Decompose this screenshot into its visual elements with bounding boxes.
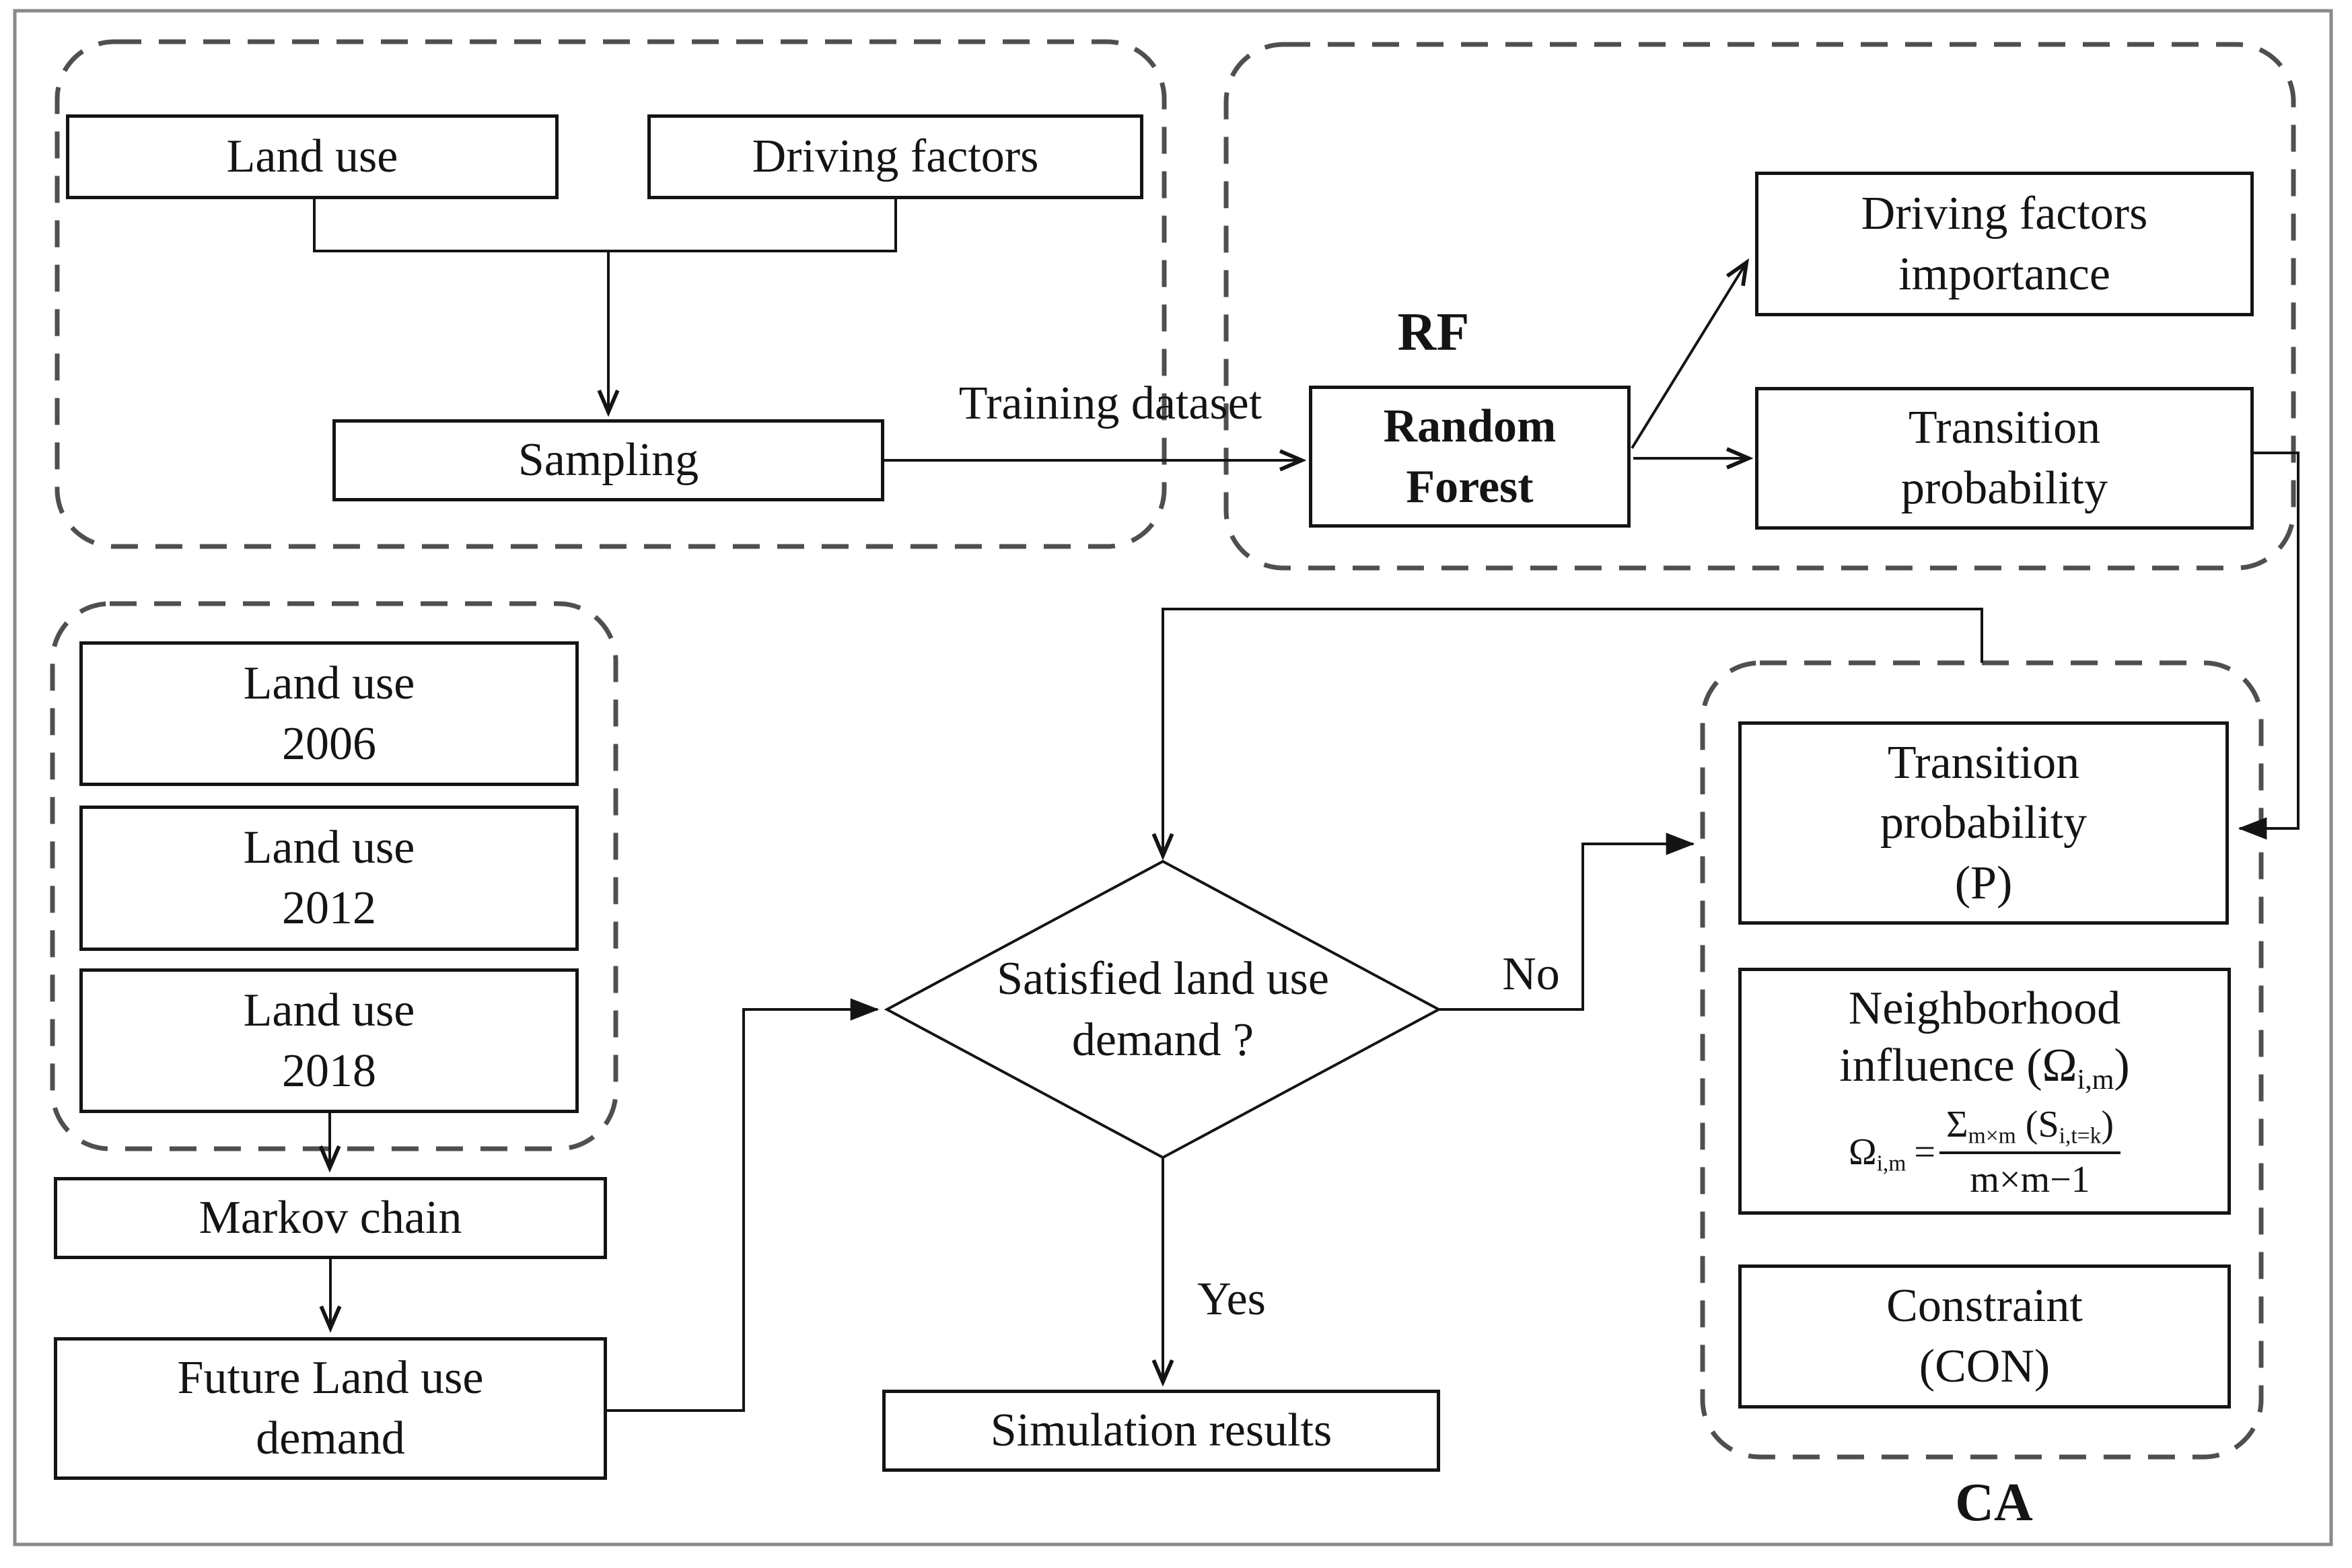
neighborhood-formula: Ωi,m = Σm×m (Si,t=k) m×m−1 — [1849, 1102, 2121, 1203]
sampling-group-outline — [55, 39, 1167, 549]
land-use-2006-line1: Land use — [243, 657, 415, 709]
driving-factors-importance-box: Driving factors importance — [1755, 172, 2254, 316]
formula-lhs-base: Ω — [1848, 1131, 1877, 1173]
formula-equals: = — [1914, 1131, 1936, 1173]
land-use-2012-line1: Land use — [243, 822, 415, 874]
yes-label: Yes — [1197, 1273, 1266, 1326]
future-land-use-demand-box: Future Land use demand — [54, 1337, 607, 1480]
land-use-2018-line2: 2018 — [282, 1044, 376, 1097]
neighborhood-influence-box: Neighborhood influence (Ωi,m) Ωi,m = Σm×… — [1738, 968, 2231, 1215]
neighborhood-line2-sub: i,m — [2077, 1064, 2114, 1096]
merge-connector — [313, 199, 897, 252]
land-use-2018-box: Land use 2018 — [79, 968, 579, 1113]
constraint-box: Constraint (CON) — [1738, 1264, 2231, 1409]
formula-sigma: Σ — [1946, 1103, 1968, 1145]
formula-lhs-sub: i,m — [1876, 1151, 1906, 1176]
p-box-line3: (P) — [1954, 857, 2013, 909]
neighborhood-line1: Neighborhood — [1848, 982, 2121, 1034]
landuse-years-group-outline — [50, 601, 618, 1151]
random-forest-line2: Forest — [1406, 460, 1534, 513]
neighborhood-line2-text: influence (Ω — [1839, 1040, 2077, 1092]
rf-group-outline — [1223, 42, 2296, 571]
formula-denominator: m×m−1 — [1970, 1158, 2090, 1201]
constraint-line1: Constraint — [1886, 1280, 2083, 1332]
outer-border — [13, 9, 2333, 1546]
formula-num-sub: i,t=k — [2059, 1122, 2102, 1148]
transition-probability-line2: probability — [1900, 462, 2108, 514]
driving-factors-importance-line2: importance — [1898, 248, 2110, 300]
land-use-2006-line2: 2006 — [282, 717, 376, 770]
constraint-line2: (CON) — [1919, 1341, 2051, 1392]
simulation-results-label: Simulation results — [990, 1404, 1332, 1457]
transition-probability-box: Transition probability — [1755, 387, 2254, 530]
formula-fraction: Σm×m (Si,t=k) m×m−1 — [1939, 1102, 2121, 1203]
driving-factors-box: Driving factors — [647, 114, 1143, 199]
land-use-2018-line1: Land use — [243, 984, 415, 1036]
simulation-results-box: Simulation results — [882, 1390, 1440, 1472]
no-label: No — [1502, 948, 1560, 1001]
random-forest-box: Random Forest — [1309, 386, 1631, 528]
line-no-to-ca — [1439, 832, 1695, 1011]
training-dataset-label: Training dataset — [958, 378, 1262, 430]
decision-line2: demand ? — [1071, 1014, 1254, 1066]
decision-text: Satisfied land use demand ? — [958, 948, 1367, 1071]
future-demand-line2: demand — [256, 1413, 405, 1464]
land-use-box: Land use — [66, 114, 559, 199]
sampling-label: Sampling — [518, 434, 699, 487]
rf-section-label: RF — [1397, 303, 1470, 362]
land-use-2006-box: Land use 2006 — [79, 641, 579, 786]
line-demand-to-decision — [607, 998, 880, 1412]
formula-num-open: (S — [2016, 1103, 2059, 1145]
formula-lhs: Ωi,m — [1849, 1129, 1906, 1175]
driving-factors-importance-line1: Driving factors — [1861, 187, 2148, 240]
markov-chain-label: Markov chain — [199, 1192, 462, 1244]
future-demand-line1: Future Land use — [177, 1352, 484, 1404]
land-use-2012-line2: 2012 — [282, 882, 376, 934]
line-transition-to-p — [2238, 452, 2300, 840]
line-ca-to-decision — [1163, 608, 1983, 854]
decision-diamond — [884, 859, 1442, 1160]
random-forest-line1: Random — [1383, 400, 1557, 452]
driving-factors-label: Driving factors — [752, 131, 1039, 183]
ca-section-label: CA — [1955, 1472, 2033, 1532]
land-use-2012-box: Land use 2012 — [79, 806, 579, 951]
p-box-line1: Transition — [1887, 736, 2080, 789]
markov-chain-box: Markov chain — [54, 1177, 607, 1259]
decision-line1: Satisfied land use — [997, 953, 1329, 1005]
transition-probability-p-box: Transition probability (P) — [1738, 721, 2229, 925]
neighborhood-line2-close: ) — [2114, 1040, 2130, 1092]
formula-numerator: Σm×m (Si,t=k) — [1939, 1102, 2121, 1154]
arrow-rf-to-importance — [1631, 264, 1746, 450]
formula-num-close: ) — [2101, 1103, 2114, 1145]
sampling-box: Sampling — [332, 419, 884, 501]
transition-probability-line1: Transition — [1908, 402, 2101, 454]
neighborhood-line2: influence (Ωi,m) — [1839, 1037, 2129, 1094]
formula-sigma-sub: m×m — [1968, 1122, 2016, 1148]
p-box-line2: probability — [1880, 797, 2088, 849]
land-use-label: Land use — [226, 131, 398, 183]
